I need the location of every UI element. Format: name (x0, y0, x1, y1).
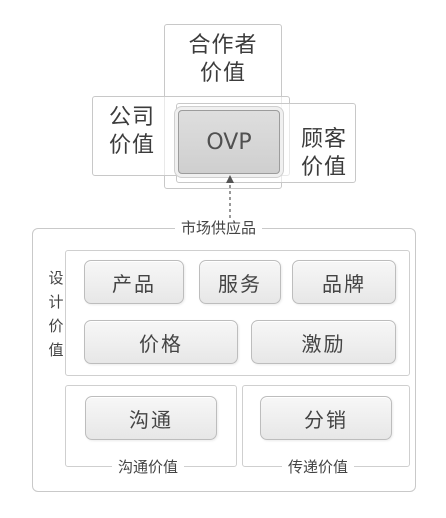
service-pill: 服务 (199, 260, 281, 304)
ovp-box: OVP (178, 110, 280, 174)
brand-pill: 品牌 (292, 260, 396, 304)
communication-pill: 沟通 (85, 396, 217, 440)
incentive-pill: 激励 (251, 320, 396, 364)
price-pill: 价格 (84, 320, 238, 364)
ovp-label: OVP (206, 129, 252, 155)
partner-value-label: 合作者 价值 (188, 33, 258, 86)
customer-value-label: 顾客 价值 (300, 127, 347, 180)
market-offering-label: 市场供应品 (175, 218, 263, 238)
communication-value-label: 沟通价值 (112, 457, 185, 477)
design-value-label: 设 计 价 值 (48, 269, 64, 359)
company-value-label: 公司 价值 (108, 105, 155, 158)
delivery-value-label: 传递价值 (282, 457, 355, 477)
distribution-pill: 分销 (260, 396, 392, 440)
product-pill: 产品 (84, 260, 184, 304)
design-value-group (65, 250, 410, 376)
offering-to-ovp-arrow (226, 175, 234, 218)
